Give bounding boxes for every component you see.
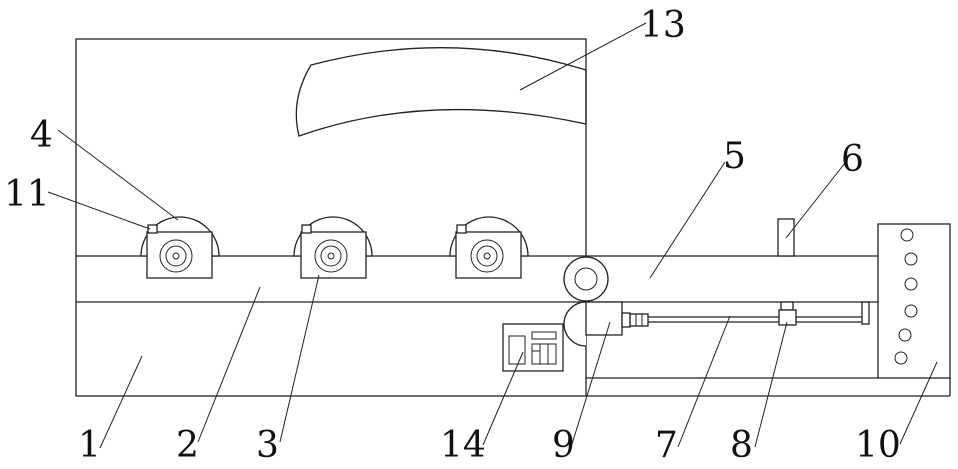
label-stop-post: 6 <box>841 139 864 180</box>
label-screw-rod: 7 <box>655 425 678 466</box>
control-panel <box>878 224 950 378</box>
label-side-belt: 5 <box>723 136 746 177</box>
control-box <box>503 324 563 371</box>
label-control-box: 14 <box>440 425 486 466</box>
screw-rod <box>622 302 869 327</box>
label-roller: 3 <box>256 425 279 466</box>
roller-unit-2 <box>294 217 372 278</box>
roller-unit-1 <box>141 217 219 278</box>
label-roller-cover: 4 <box>30 115 53 156</box>
label-slider: 8 <box>730 425 753 466</box>
curved-guard <box>296 48 586 136</box>
slider <box>779 302 796 325</box>
labels: 1 2 3 4 11 5 6 7 8 9 10 13 14 <box>4 5 901 466</box>
label-control-panel: 10 <box>855 425 901 466</box>
side-belt <box>586 256 878 302</box>
label-motor: 9 <box>552 425 575 466</box>
label-frame: 1 <box>78 425 101 466</box>
label-sensor: 11 <box>4 174 50 215</box>
label-curved-guard: 13 <box>640 5 686 46</box>
label-conveyor-belt: 2 <box>176 425 199 466</box>
motor <box>586 302 622 335</box>
roller-unit-3 <box>450 217 528 278</box>
